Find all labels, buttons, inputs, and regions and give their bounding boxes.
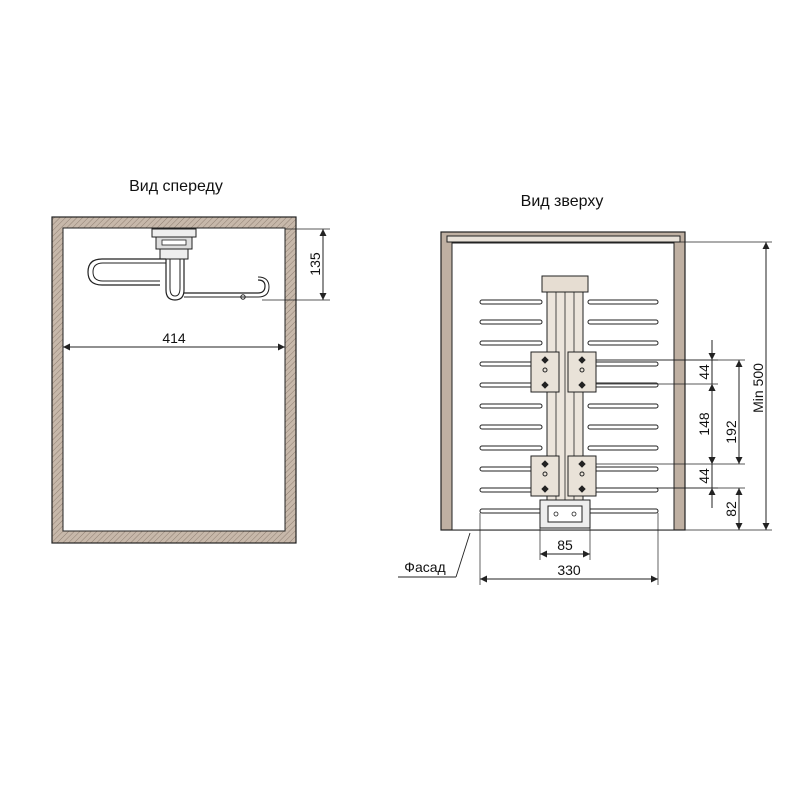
dimension-148-label: 148 (696, 412, 712, 436)
dimension-85-label: 85 (557, 537, 573, 553)
front-view-title: Вид спереду (129, 178, 223, 195)
top-mounting-brackets (530, 351, 597, 497)
dimension-330-label: 330 (557, 562, 581, 578)
dimension-414: 414 (63, 330, 285, 351)
front-cabinet (51, 216, 297, 544)
dimension-330: 330 (479, 513, 659, 585)
dimension-192-label: 192 (723, 420, 739, 444)
dimension-82: 82 (596, 487, 745, 530)
front-view: Вид спереду 414 (51, 178, 330, 544)
dimension-135-label: 135 (307, 252, 323, 276)
dimension-min-500-label: Min 500 (750, 363, 766, 413)
dimension-192: 192 (723, 360, 743, 464)
top-view-title: Вид зверху (521, 193, 604, 210)
dimension-44-bottom: 44 (696, 444, 716, 508)
dimension-44-top-label: 44 (696, 364, 712, 380)
dimension-min-500: Min 500 (750, 242, 770, 530)
dimension-135: 135 (262, 228, 330, 301)
dimension-44-bottom-label: 44 (696, 468, 712, 484)
facade-label: Фасад (404, 559, 445, 575)
dimension-44-top: 44 (696, 340, 716, 404)
dimension-414-label: 414 (162, 330, 186, 346)
facade-callout: Фасад (398, 532, 471, 578)
front-hanger-mechanism (87, 228, 270, 301)
top-view: Вид зверху (398, 193, 772, 585)
dimension-82-label: 82 (723, 501, 739, 517)
dimension-85: 85 (539, 528, 591, 560)
dimension-148: 148 (696, 384, 716, 464)
